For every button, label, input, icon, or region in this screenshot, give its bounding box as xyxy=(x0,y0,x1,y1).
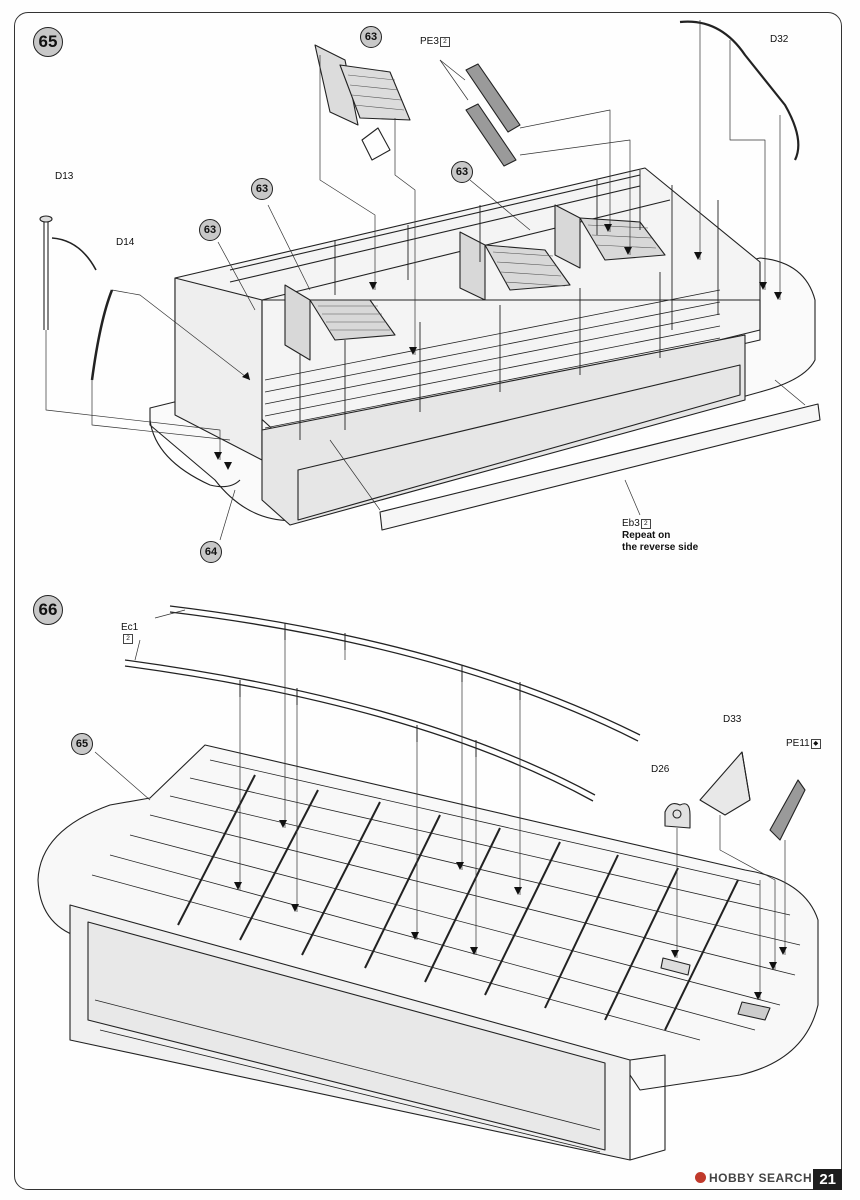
d14-rod xyxy=(90,289,114,381)
d33-part xyxy=(699,751,751,816)
callout-63-seat-left: 63 xyxy=(251,178,273,200)
callout-64: 64 xyxy=(200,541,222,563)
page-number: 21 xyxy=(813,1169,842,1190)
hobby-search-watermark: HOBBY SEARCH xyxy=(695,1171,812,1185)
callout-63-seat-right: 63 xyxy=(451,161,473,183)
step-66-vehicle-body xyxy=(37,744,819,1161)
repeat-note: Repeat on the reverse side xyxy=(622,530,698,554)
eb3-strip xyxy=(379,403,821,531)
label-d13: D13 xyxy=(55,171,74,182)
callout-65: 65 xyxy=(71,733,93,755)
label-d33: D33 xyxy=(723,714,742,725)
label-d14: D14 xyxy=(116,237,135,248)
d26-bracket xyxy=(664,803,691,829)
ec1-roof-rails xyxy=(124,605,641,802)
hobby-search-logo-icon xyxy=(695,1172,706,1183)
label-d26: D26 xyxy=(651,764,670,775)
repeat-note-line-2: the reverse side xyxy=(622,542,699,553)
step-number-65: 65 xyxy=(33,27,63,57)
step-65-vehicle-body xyxy=(149,167,816,526)
repeat-note-line-1: Repeat on xyxy=(622,530,671,541)
pe11-part xyxy=(769,779,806,841)
callout-63-seat-front: 63 xyxy=(199,219,221,241)
label-pe11: PE11◆ xyxy=(786,738,821,749)
pe11-qty-icon: ◆ xyxy=(810,739,821,749)
label-d32: D32 xyxy=(770,34,789,45)
page-frame xyxy=(14,12,842,1190)
d13-rod xyxy=(39,215,53,330)
callout-63-seat-top: 63 xyxy=(360,26,382,48)
d32-rail xyxy=(679,20,800,161)
pe3-plates xyxy=(465,63,521,167)
seat-part-63 xyxy=(314,44,411,161)
watermark-text: HOBBY SEARCH xyxy=(709,1171,813,1185)
step-number-66: 66 xyxy=(33,595,63,625)
